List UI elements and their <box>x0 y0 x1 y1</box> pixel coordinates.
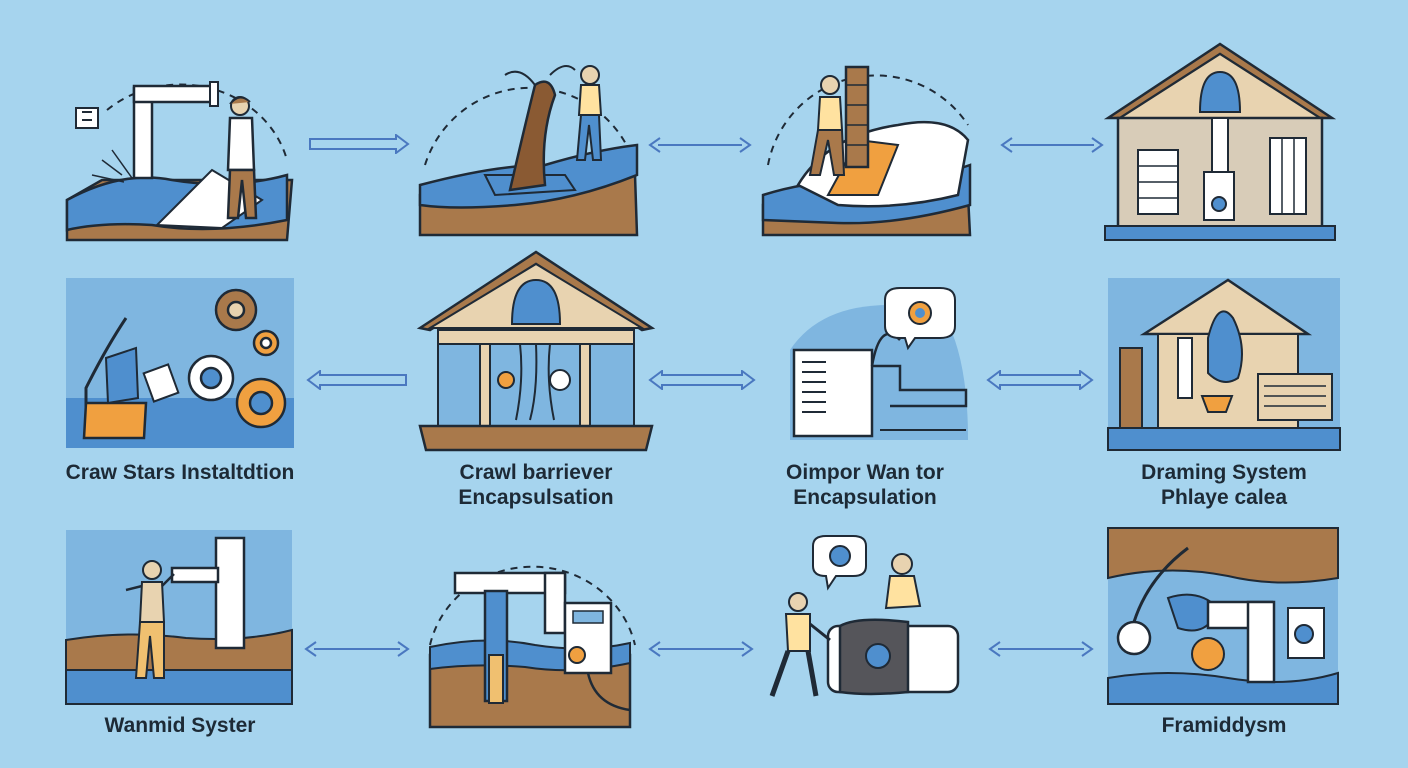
arrow-r3-c2-c3 <box>648 640 754 658</box>
panel-r1c2 <box>415 45 645 240</box>
underground-pipes-icon <box>1107 527 1339 705</box>
panel-r3c4 <box>1107 527 1340 706</box>
caption-r3c1-line1: Wanmid Syster <box>104 714 256 737</box>
panel-r3c3 <box>758 535 968 710</box>
panel-r3c2 <box>425 535 640 730</box>
caption-r2c2-line2: Encapsulsation <box>458 486 614 509</box>
caption-r2c2: Crawl barriever Encapsulsation <box>396 460 676 510</box>
worker-removing-root-icon <box>418 65 639 237</box>
house-drainage-icon <box>1103 42 1337 241</box>
arrow-r3-c1-c2 <box>304 640 410 658</box>
sump-pump-control-icon <box>428 565 636 729</box>
caption-r3c4: Framiddysm <box>1096 713 1352 738</box>
arrow-r1-c1-c2 <box>308 134 412 154</box>
panel-r1c4 <box>1100 42 1340 242</box>
caption-r2c4-line1: Draming System <box>1141 461 1307 484</box>
arrow-r2-c3-c4 <box>986 370 1094 390</box>
arrow-r1-c3-c4 <box>1000 136 1104 154</box>
caption-r2c1-line1: Craw Stars Instaltdtion <box>65 461 295 484</box>
panel-r1c3 <box>758 45 988 240</box>
caption-r2c3: Oimpor Wan tor Encapsulation <box>740 460 990 510</box>
panel-r2c3 <box>790 287 970 450</box>
panel-r2c1 <box>66 278 296 453</box>
gears-machinery-icon <box>66 278 294 448</box>
panel-r3c1 <box>65 530 294 706</box>
caption-r2c4: Draming System Phlaye calea <box>1096 460 1352 510</box>
caption-r2c4-line2: Phlaye calea <box>1160 486 1288 509</box>
workers-moving-unit-icon <box>769 535 960 697</box>
caption-r3c4-line1: Framiddysm <box>1161 714 1287 737</box>
worker-pipe-icon <box>65 530 293 705</box>
arrow-r3-c3-c4 <box>988 640 1094 658</box>
caption-r2c2-line1: Crawl barriever <box>459 461 613 484</box>
arrow-r2-c2-c3 <box>648 370 756 390</box>
arrow-r1-c2-c3 <box>648 136 752 154</box>
worker-laying-vapor-barrier-icon <box>65 81 294 242</box>
house-crawlspace-icon <box>416 250 656 452</box>
worker-insulating-icon <box>761 65 972 237</box>
panel-r2c4 <box>1107 278 1341 453</box>
arrow-r2-c2-c1 <box>304 370 408 390</box>
caption-r2c3-line2: Encapsulation <box>793 486 937 509</box>
caption-r3c1: Wanmid Syster <box>44 713 316 738</box>
caption-r2c1: Craw Stars Instaltdtion <box>44 460 316 485</box>
caption-r2c3-line1: Oimpor Wan tor <box>786 461 944 484</box>
house-sump-icon <box>1107 278 1341 451</box>
panel-r1c1 <box>62 50 297 245</box>
panel-r2c2 <box>416 250 656 452</box>
dehumidifier-icon <box>790 287 968 440</box>
